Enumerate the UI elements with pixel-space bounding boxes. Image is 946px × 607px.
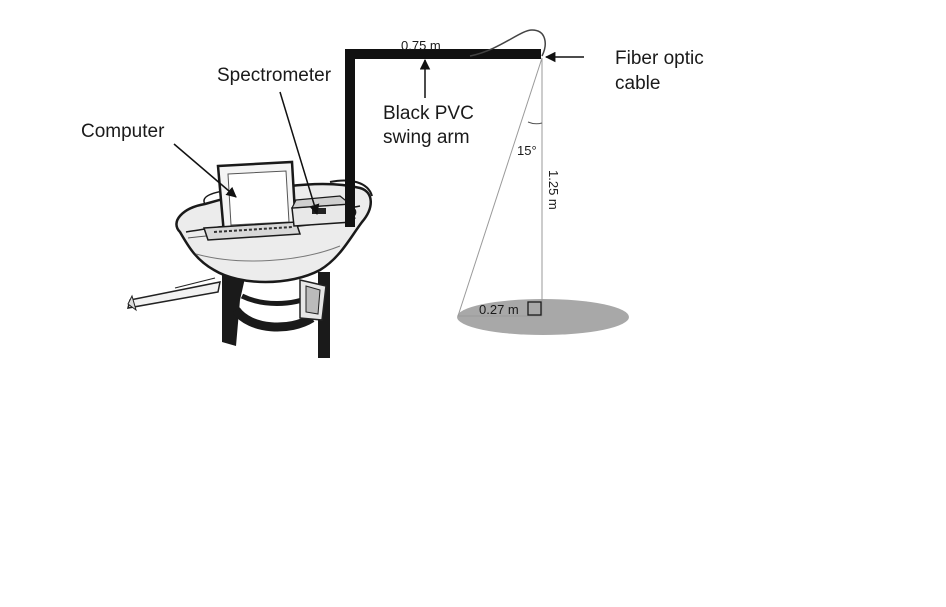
fiber-optic-label-line2: cable [615,73,660,94]
callout-arrows [173,51,584,216]
arm-length-label: 0.75 m [401,38,441,53]
laptop-computer [202,160,302,241]
wheelbarrow-frame [222,268,330,358]
diagram-labels: Computer Spectrometer 0.75 m Black PVC s… [81,38,704,317]
computer-label: Computer [81,121,165,142]
angle-label: 15° [517,143,537,158]
spectrometer-pointer-arrow [279,91,320,216]
wheelbarrow-handle [126,277,221,312]
angle-arc [527,121,543,125]
footprint-ellipse [457,299,629,335]
horizontal-swing-arm [345,49,541,59]
height-label: 1.25 m [546,170,561,210]
swing-arm-label-line2: swing arm [383,127,470,148]
wheelbarrow-illustration [126,160,373,358]
cone-left-edge [457,57,543,317]
fiber-optic-cable-line [469,29,546,57]
footprint-label: 0.27 m [479,302,519,317]
spectrometer-label: Spectrometer [217,65,332,86]
fiber-optic-label-line1: Fiber optic [615,48,704,69]
swing-arm-label-line1: Black PVC [383,103,474,124]
field-of-view-cone [457,57,629,335]
vertical-mast [345,49,355,227]
swing-arm-assembly [345,29,546,227]
right-angle-marker [527,301,542,316]
computer-pointer-arrow [173,143,237,198]
